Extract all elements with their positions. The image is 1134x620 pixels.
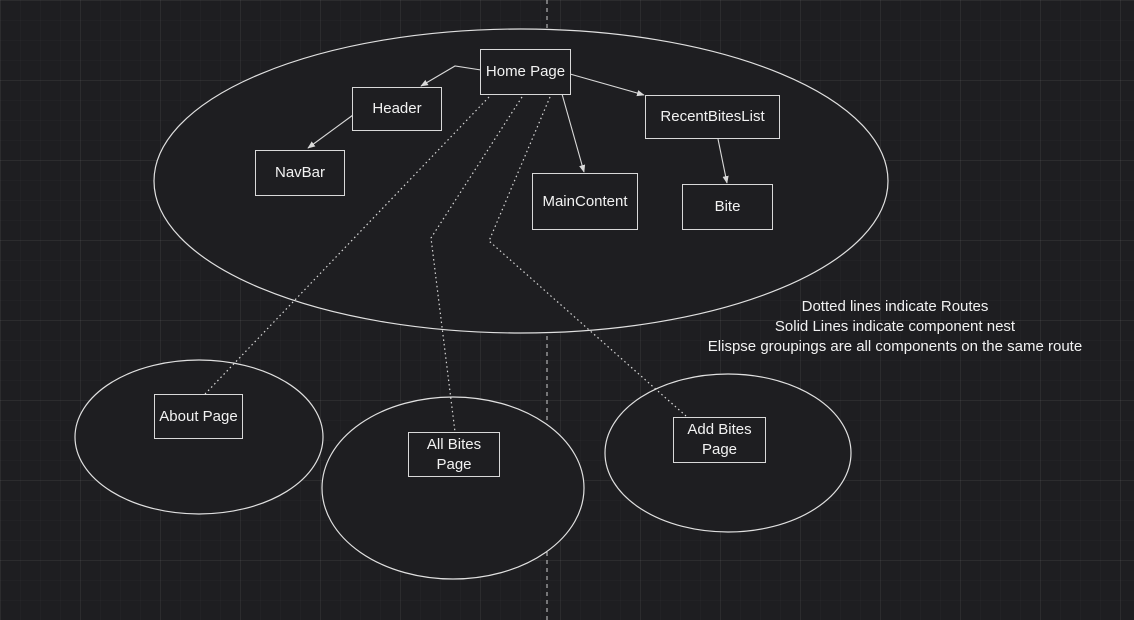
navbar-node[interactable]: NavBar bbox=[255, 150, 345, 196]
about-page-node[interactable]: About Page bbox=[154, 394, 243, 439]
home-page-node[interactable]: Home Page bbox=[480, 49, 571, 95]
legend-line-ellipse: Elispse groupings are all components on … bbox=[707, 338, 1083, 355]
route-about[interactable] bbox=[204, 96, 490, 395]
legend-line-routes: Dotted lines indicate Routes bbox=[801, 298, 989, 315]
arrow-home-recent[interactable] bbox=[569, 73, 645, 97]
all-bites-page-node[interactable]: All Bites Page bbox=[408, 432, 500, 477]
header-node[interactable]: Header bbox=[352, 87, 442, 131]
arrow-home-main[interactable] bbox=[561, 93, 586, 173]
legend-line-nest: Solid Lines indicate component nest bbox=[774, 318, 1016, 335]
all-bites-route-ellipse[interactable] bbox=[321, 396, 585, 580]
route-all-bites[interactable] bbox=[430, 96, 523, 433]
main-content-node[interactable]: MainContent bbox=[532, 173, 638, 230]
add-bites-page-node[interactable]: Add Bites Page bbox=[673, 417, 766, 463]
arrow-home-header[interactable] bbox=[420, 65, 482, 87]
legend: Dotted lines indicate Routes Solid Lines… bbox=[660, 297, 1130, 357]
arrow-header-navbar[interactable] bbox=[307, 114, 354, 149]
bite-node[interactable]: Bite bbox=[682, 184, 773, 230]
arrow-recent-bite[interactable] bbox=[717, 138, 729, 184]
recent-bites-list-node[interactable]: RecentBitesList bbox=[645, 95, 780, 139]
